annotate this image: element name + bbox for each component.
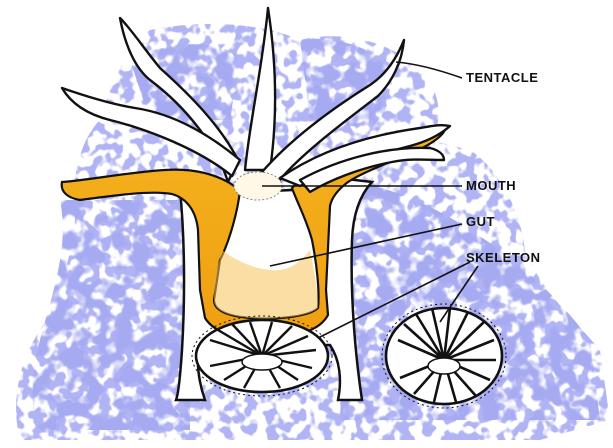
label-skeleton: SKELETON <box>466 250 541 265</box>
label-tentacle: TENTACLE <box>466 70 538 85</box>
label-mouth: MOUTH <box>466 178 516 193</box>
label-gut: GUT <box>466 214 495 229</box>
